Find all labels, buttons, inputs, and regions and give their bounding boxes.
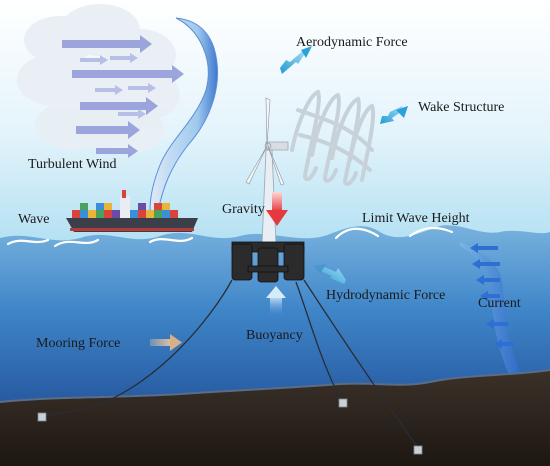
wake-structure-label: Wake Structure (418, 100, 505, 115)
current-arrows (470, 243, 514, 349)
mooring-force-arrow (150, 334, 182, 351)
current-label: Current (478, 296, 521, 311)
seabed-edge (0, 369, 550, 403)
wake-structure-icon (290, 89, 376, 186)
anchor-icon (37, 398, 423, 455)
limit-wave-height-label: Limit Wave Height (362, 211, 470, 226)
hydrodynamic-force-label: Hydrodynamic Force (326, 288, 446, 303)
gravity-label: Gravity (222, 202, 265, 217)
container-ship-icon (66, 190, 198, 232)
buoyancy-arrow (266, 286, 286, 316)
wake-structure-arrow (380, 106, 408, 124)
turbulent-wind-label: Turbulent Wind (28, 157, 117, 172)
wave-crests (6, 226, 454, 248)
aerodynamic-force-label: Aerodynamic Force (296, 35, 408, 50)
turbulent-wind-arrows (62, 35, 184, 158)
mooring-lines (41, 279, 419, 449)
gravity-arrow (266, 192, 288, 226)
small-wind-arrows (80, 53, 156, 119)
wave-label: Wave (18, 212, 50, 227)
aerodynamic-force-arrow (280, 46, 312, 74)
mooring-force-label: Mooring Force (36, 336, 121, 351)
seabed (0, 370, 550, 466)
hydrodynamic-force-arrow (314, 264, 346, 284)
buoyancy-label: Buoyancy (246, 328, 303, 343)
floating-platform-icon (231, 241, 305, 283)
